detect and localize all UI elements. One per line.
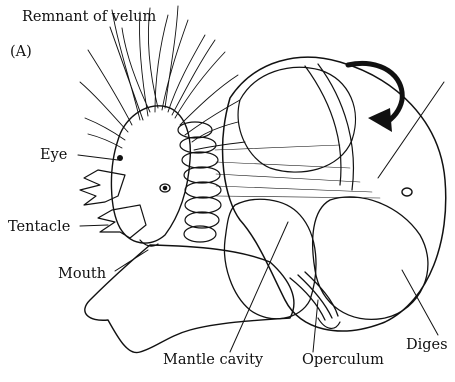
shell-band (305, 64, 353, 190)
velum-ribs (178, 122, 221, 242)
label-tentacle: Tentacle (8, 219, 70, 235)
columellar-fibres (215, 145, 380, 198)
foot (85, 245, 294, 353)
leader-eye (78, 155, 118, 160)
torsion-arrowhead (368, 108, 392, 132)
label-eye: Eye (40, 147, 67, 163)
label-mouth: Mouth (58, 266, 106, 282)
leader-mouth (115, 250, 148, 271)
leader-remnant-of-velum (110, 27, 143, 120)
label-operculum: Operculum (302, 352, 384, 368)
label-digestive: Diges (406, 337, 448, 353)
visceral-mass (223, 57, 446, 331)
leader-tentacle (80, 225, 108, 226)
leader-shell (378, 82, 444, 178)
operculum-shape (290, 272, 338, 320)
label-remnant-of-velum: Remnant of velum (22, 9, 156, 25)
cilia (80, 6, 245, 150)
leader-digestive (402, 270, 438, 335)
shell-coil (238, 67, 355, 172)
panel-label: (A) (10, 44, 32, 60)
label-mantle-cavity: Mantle cavity (163, 352, 264, 368)
